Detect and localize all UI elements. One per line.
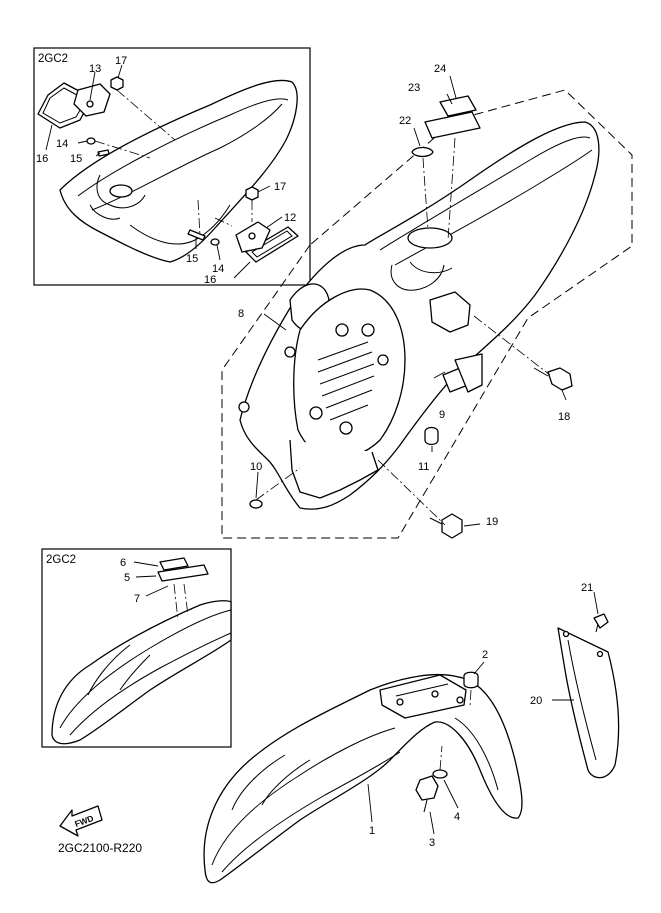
fork-guard-assembly: 21 20 bbox=[530, 582, 620, 779]
decal-24 bbox=[439, 95, 477, 117]
rear-fender-side-bracket bbox=[429, 291, 471, 333]
inset-bracket-hole bbox=[86, 100, 94, 108]
rear-fender-assembly: 8 9 10 11 18 19 22 23 24 bbox=[221, 63, 633, 539]
inset-rear-fender bbox=[59, 79, 298, 263]
upper-inset-label: 2GC2 bbox=[38, 53, 68, 65]
inset-decal-5 bbox=[157, 564, 209, 582]
callout-1: 1 bbox=[369, 825, 375, 837]
callout-9: 9 bbox=[439, 409, 445, 421]
inset-decal-6 bbox=[159, 557, 189, 571]
front-fender bbox=[203, 674, 523, 884]
fwd-arrow-icon bbox=[59, 805, 103, 837]
callout-13: 13 bbox=[89, 63, 101, 75]
diagram-code: 2GC2100-R220 bbox=[58, 841, 142, 855]
boss-3 bbox=[377, 354, 389, 366]
callout-10: 10 bbox=[250, 461, 262, 473]
collar-2 bbox=[463, 671, 479, 689]
boss-4 bbox=[309, 406, 323, 420]
callout-20: 20 bbox=[530, 695, 542, 707]
callout-2: 2 bbox=[482, 649, 488, 661]
callout-22: 22 bbox=[399, 115, 411, 127]
upper-inset-frame bbox=[33, 47, 311, 286]
collar-11 bbox=[424, 426, 439, 446]
front-fender-mount bbox=[379, 674, 467, 719]
fork-guard-hole-1 bbox=[562, 630, 570, 638]
callout-15b: 15 bbox=[186, 253, 198, 265]
inset-nut-17a bbox=[110, 76, 124, 91]
front-mount-hole-1 bbox=[396, 698, 404, 706]
callout-17b: 17 bbox=[274, 181, 286, 193]
callout-12: 12 bbox=[284, 212, 296, 224]
fwd-indicator: FWD bbox=[59, 805, 103, 837]
lower-inset-label: 2GC2 bbox=[46, 554, 76, 566]
washer-4 bbox=[432, 769, 448, 779]
inset-washer-14a bbox=[86, 137, 96, 145]
callout-18: 18 bbox=[558, 411, 570, 423]
callout-8: 8 bbox=[238, 308, 244, 320]
bolt-19 bbox=[441, 513, 463, 539]
inset-screw-15a bbox=[97, 149, 110, 157]
inset-front-fender bbox=[51, 600, 232, 745]
upper-inset: 2GC2 bbox=[33, 47, 311, 286]
front-fender-assembly: 1 2 3 4 bbox=[203, 649, 523, 884]
callout-6: 6 bbox=[120, 557, 126, 569]
boss-2 bbox=[361, 323, 375, 337]
inset-reflector-16b bbox=[245, 226, 299, 263]
boss-5 bbox=[339, 421, 353, 435]
fork-guard-hole-2 bbox=[596, 650, 604, 658]
decal-23 bbox=[424, 111, 481, 139]
fork-guard-20 bbox=[557, 627, 620, 779]
lower-inset: 2GC2 6 5 7 bbox=[41, 548, 232, 748]
callout-5: 5 bbox=[124, 572, 130, 584]
rear-fender-top-hole bbox=[407, 227, 453, 249]
front-mount-hole-3 bbox=[456, 696, 464, 704]
boss-6 bbox=[284, 346, 296, 358]
bolt-3 bbox=[415, 775, 439, 801]
inset-bracket-13 bbox=[73, 83, 111, 117]
inset-screw-15b bbox=[187, 229, 206, 241]
inset-bracket-12-hole bbox=[248, 232, 256, 240]
grommet-22 bbox=[411, 146, 434, 158]
callout-11: 11 bbox=[418, 461, 429, 473]
callout-23: 23 bbox=[408, 82, 420, 94]
callout-21: 21 bbox=[581, 582, 593, 594]
callout-17a: 17 bbox=[115, 55, 127, 67]
screw-21 bbox=[593, 613, 609, 629]
inset-washer-14b bbox=[210, 238, 220, 246]
rear-assembly-boundary bbox=[221, 89, 633, 539]
bolt-18 bbox=[547, 367, 573, 391]
lower-inset-frame bbox=[41, 548, 232, 748]
boss-1 bbox=[335, 323, 349, 337]
callout-16a: 16 bbox=[36, 153, 48, 165]
callout-16b: 16 bbox=[204, 274, 216, 286]
inset-nut-17b bbox=[245, 186, 259, 201]
nut-9-plate bbox=[454, 353, 483, 393]
callout-14a: 14 bbox=[56, 138, 68, 150]
washer-10 bbox=[249, 499, 263, 509]
callout-24: 24 bbox=[434, 63, 446, 75]
rear-fender-lower-tab bbox=[289, 439, 379, 499]
callout-15a: 15 bbox=[70, 153, 82, 165]
boss-7 bbox=[238, 401, 250, 413]
callout-7: 7 bbox=[134, 593, 140, 605]
callout-3: 3 bbox=[429, 837, 435, 849]
front-mount-hole-2 bbox=[431, 690, 439, 698]
callout-19: 19 bbox=[486, 516, 498, 528]
callout-4: 4 bbox=[454, 811, 460, 823]
callout-14b: 14 bbox=[212, 263, 224, 275]
inset-fender-hole bbox=[109, 184, 133, 198]
